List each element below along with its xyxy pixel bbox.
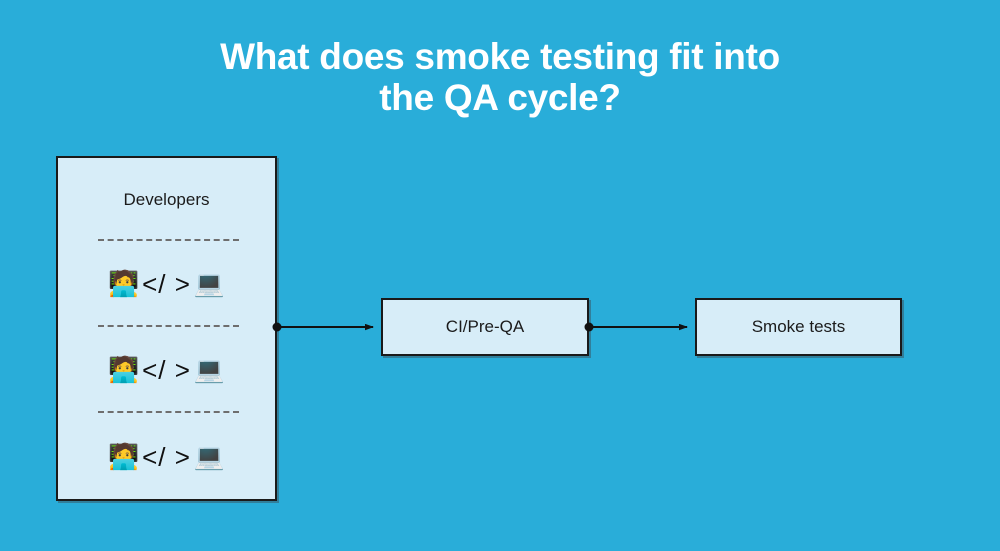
technologist-icon: 🧑‍💻 [107,443,140,471]
row-divider [98,325,239,327]
code-tag-label: </ > [142,269,191,299]
node-smoke-tests-label: Smoke tests [751,316,846,336]
developer-row: 🧑‍💻 </ > 💻 [58,267,275,301]
node-developers-label: Developers [123,190,210,209]
row-divider [98,239,239,241]
page-title: What does smoke testing fit into the QA … [0,36,1000,119]
developer-row: 🧑‍💻 </ > 💻 [58,353,275,387]
page-title-line-2: the QA cycle? [379,77,621,119]
edge-ci-pre-qa-to-smoke-tests [584,322,688,332]
developer-row: 🧑‍💻 </ > 💻 [58,440,275,474]
laptop-icon: 💻 [193,270,226,298]
edge-developers-to-ci-pre-qa [272,322,374,332]
laptop-icon: 💻 [193,356,226,384]
technologist-icon: 🧑‍💻 [107,356,140,384]
node-ci-pre-qa[interactable]: CI/Pre-QA [381,298,589,356]
code-tag-label: </ > [142,442,191,472]
laptop-icon: 💻 [193,443,226,471]
technologist-icon: 🧑‍💻 [107,270,140,298]
row-divider [98,411,239,413]
code-tag-label: </ > [142,355,191,385]
node-ci-pre-qa-label: CI/Pre-QA [445,316,525,336]
page-title-line-1: What does smoke testing fit into [220,36,780,77]
node-smoke-tests[interactable]: Smoke tests [695,298,902,356]
node-developers[interactable]: Developers 🧑‍💻 </ > 💻 🧑‍💻 </ > 💻 🧑‍💻 </ … [56,156,277,501]
